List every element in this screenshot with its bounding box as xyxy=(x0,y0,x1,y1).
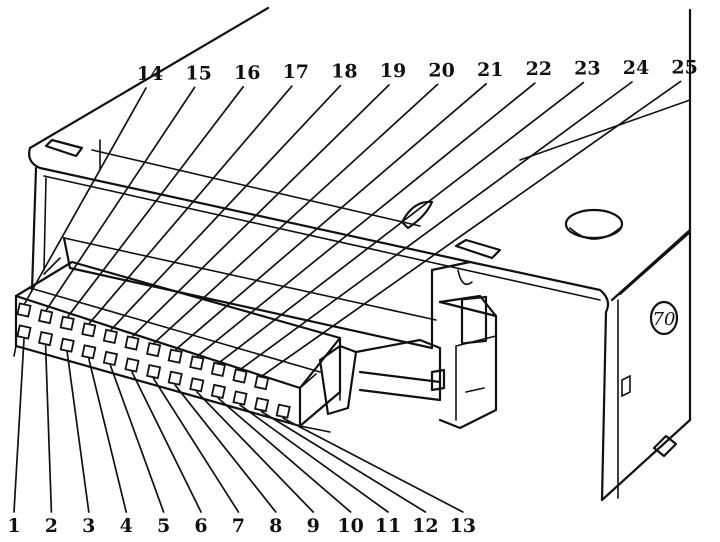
pin-label-top: 23 xyxy=(574,58,600,80)
leader-line-bottom xyxy=(131,371,202,513)
leader-line-bottom xyxy=(217,397,352,513)
logo-text: 70 xyxy=(653,309,676,330)
leader-line-top xyxy=(67,85,245,318)
leader-line-bottom xyxy=(66,351,90,513)
leader-line-top xyxy=(110,84,342,331)
leader-line-top xyxy=(240,81,633,370)
pin-label-top: 25 xyxy=(671,56,697,78)
leader-line-bottom xyxy=(13,338,25,513)
top-row-leaders xyxy=(24,80,682,377)
pin-cavity-lower xyxy=(16,324,32,340)
leader-line-top xyxy=(45,86,196,311)
pin-label-top: 16 xyxy=(234,62,260,84)
pin-label-bottom: 10 xyxy=(337,515,363,537)
leader-line-top xyxy=(153,83,439,344)
pin-cavity-upper xyxy=(167,348,183,364)
side-panel-logo: 70 xyxy=(649,300,679,336)
pin-label-top: 21 xyxy=(477,59,503,81)
leader-line-top xyxy=(24,87,147,304)
pin-label-top: 17 xyxy=(283,61,309,83)
leader-line-top xyxy=(175,82,488,351)
pin-label-bottom: 6 xyxy=(194,515,207,537)
pin-label-bottom: 2 xyxy=(45,515,58,537)
top-row-labels: 14 15 16 17 18 19 20 21 22 23 24 25 xyxy=(137,56,698,85)
pin-label-bottom: 13 xyxy=(450,515,476,537)
pin-label-bottom: 7 xyxy=(232,515,245,537)
pin-cavity-upper xyxy=(232,368,248,384)
pin-cavity-lower xyxy=(232,390,248,406)
pin-cavity-lower xyxy=(146,364,162,380)
pin-label-bottom: 5 xyxy=(157,515,170,537)
leader-line-bottom xyxy=(174,384,277,513)
pin-cavity-lower xyxy=(210,383,226,399)
bottom-row-leaders xyxy=(13,338,464,513)
pin-cavity-lower xyxy=(189,377,205,393)
leader-line-top xyxy=(196,82,536,357)
pin-cavity-upper xyxy=(146,342,162,358)
pin-cavity-upper xyxy=(254,375,270,391)
pin-label-bottom: 4 xyxy=(120,515,133,537)
pin-label-top: 24 xyxy=(623,57,649,79)
pin-cavity-lower xyxy=(167,370,183,386)
leader-line-top xyxy=(132,84,390,337)
leader-line-bottom xyxy=(152,377,240,513)
pin-label-top: 18 xyxy=(331,61,357,83)
leader-line-top xyxy=(261,80,682,377)
pin-label-top: 22 xyxy=(526,58,552,80)
pin-label-bottom: 11 xyxy=(375,515,401,537)
pin-label-bottom: 9 xyxy=(307,515,320,537)
pin-label-top: 20 xyxy=(428,59,454,81)
pin-cavity-upper xyxy=(38,309,54,325)
pin-label-top: 14 xyxy=(137,63,163,85)
pin-cavity-lower xyxy=(275,403,291,419)
pin-cavity-lower xyxy=(59,337,75,353)
pin-cavity-lower xyxy=(254,397,270,413)
leader-line-bottom xyxy=(87,357,128,513)
pin-label-bottom: 1 xyxy=(7,515,20,537)
pin-cavity-lower xyxy=(81,344,97,360)
leader-line-bottom xyxy=(109,364,165,513)
pin-label-top: 19 xyxy=(380,60,406,82)
pin-label-bottom: 3 xyxy=(82,515,95,537)
leader-line-bottom xyxy=(195,390,315,513)
pin-label-bottom: 12 xyxy=(412,515,438,537)
pin-label-top: 15 xyxy=(185,62,211,84)
pin-cavity-upper xyxy=(124,335,140,351)
pin-cavity-upper xyxy=(59,315,75,331)
pin-cavity-upper xyxy=(189,355,205,371)
pin-cavity-upper xyxy=(16,302,32,318)
pin-cavity-upper xyxy=(102,328,118,344)
leader-line-bottom xyxy=(239,404,389,513)
leader-line-bottom xyxy=(282,417,464,513)
pin-cavity-lower xyxy=(38,331,54,347)
pin-cavity-lower xyxy=(124,357,140,373)
leader-line-top xyxy=(218,81,585,364)
leader-line-bottom xyxy=(260,410,427,513)
pin-cavity-upper xyxy=(210,361,226,377)
pin-label-bottom: 8 xyxy=(269,515,282,537)
pin-cavity-lower xyxy=(102,350,118,366)
pin-cavity-array xyxy=(16,302,291,419)
leader-line-bottom xyxy=(44,344,53,513)
chassis-housing xyxy=(28,6,692,502)
pin-cavity-upper xyxy=(81,322,97,338)
leader-line-top xyxy=(88,85,293,324)
